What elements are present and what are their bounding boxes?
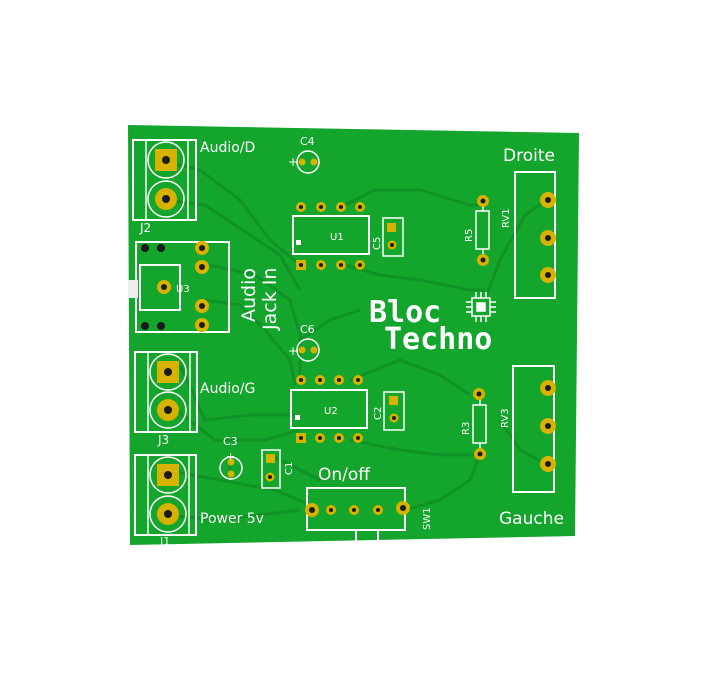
logo-bloc-techno: Bloc Techno	[369, 292, 496, 357]
switch-sw1	[305, 487, 410, 543]
label-on-off: On/off	[318, 465, 371, 485]
capacitor-c4: +	[288, 150, 320, 174]
ref-c2: C2	[373, 407, 384, 420]
ref-c1: C1	[284, 462, 295, 475]
potentiometer-rv1	[514, 171, 556, 299]
svg-text:+: +	[226, 450, 235, 463]
ref-u3: U3	[176, 284, 190, 295]
potentiometer-rv3	[512, 365, 556, 493]
capacitor-c2	[383, 391, 405, 431]
logo-line1: Bloc	[369, 295, 441, 330]
ic-u1	[292, 202, 370, 270]
ref-r3: R3	[461, 422, 472, 435]
ref-r5: R5	[464, 229, 475, 242]
capacitor-c3: +	[219, 450, 243, 480]
capacitor-c5	[382, 217, 404, 257]
ref-rv3: RV3	[500, 408, 511, 428]
logo-line2: Techno	[384, 322, 492, 357]
ref-rv1: RV1	[501, 208, 512, 228]
ic-u2	[290, 375, 368, 443]
ref-u1: U1	[330, 232, 344, 243]
terminal-block-j3	[134, 351, 198, 433]
ref-j2: J2	[139, 221, 151, 235]
ref-c4: C4	[300, 135, 315, 148]
ref-j1: J1	[159, 535, 170, 548]
ref-u2: U2	[324, 406, 338, 417]
chip-icon	[466, 292, 496, 322]
label-audio-g: Audio/G	[200, 381, 255, 397]
resistor-r3	[472, 388, 487, 460]
resistor-r5	[475, 195, 490, 266]
capacitor-c6: +	[288, 338, 320, 362]
label-gauche: Gauche	[499, 509, 564, 529]
svg-text:+: +	[288, 155, 298, 169]
ref-c6: C6	[300, 323, 315, 336]
ref-sw1: SW1	[422, 507, 433, 530]
label-jack-in: Jack In	[259, 268, 281, 331]
audio-jack-u3	[128, 241, 230, 333]
capacitor-c1	[261, 449, 281, 489]
label-power: Power 5v	[200, 511, 264, 527]
ref-c3: C3	[223, 435, 238, 448]
label-audio-d: Audio/D	[200, 140, 255, 156]
terminal-block-j1	[134, 454, 197, 536]
svg-text:+: +	[288, 344, 298, 358]
ref-j3: J3	[157, 433, 169, 447]
terminal-block-j2	[132, 139, 197, 221]
label-droite: Droite	[503, 146, 555, 166]
ref-c5: C5	[372, 237, 383, 250]
label-audio: Audio	[238, 268, 260, 322]
